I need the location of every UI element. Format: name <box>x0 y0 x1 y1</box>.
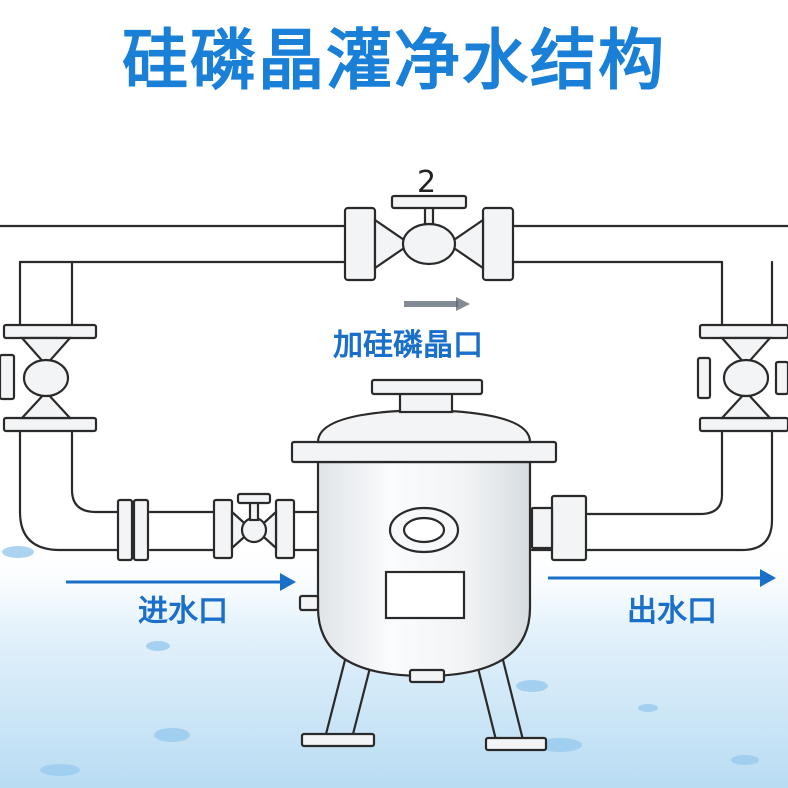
water-drop-icon <box>538 738 582 752</box>
flow-arrow-icon <box>404 297 470 311</box>
gate-valve-icon <box>0 323 98 433</box>
top-valve-number: 2 <box>417 165 437 200</box>
gate-valve-icon <box>696 323 788 433</box>
water-drop-icon <box>154 728 190 742</box>
inlet-label: 进水口 <box>138 594 228 629</box>
water-drop-icon <box>2 546 34 558</box>
flow-arrow-icon <box>66 573 296 591</box>
water-drop-icon <box>731 755 759 765</box>
filter-tank <box>290 378 558 752</box>
gate-valve-icon <box>343 194 515 282</box>
gate-valve-icon <box>212 492 296 560</box>
water-drops <box>2 546 759 776</box>
add-port-label: 加硅磷晶口 <box>333 328 483 363</box>
page-title: 硅磷晶灌净水结构 <box>122 22 666 99</box>
water-drop-icon <box>40 764 80 776</box>
water-drop-icon <box>638 704 658 712</box>
outlet-flange <box>530 494 588 562</box>
outlet-label: 出水口 <box>627 594 717 629</box>
pipes <box>0 224 788 552</box>
inlet-flange <box>116 498 150 562</box>
water-drop-icon <box>146 641 170 651</box>
flow-arrow-icon <box>548 569 776 587</box>
water-drop-icon <box>516 680 548 692</box>
